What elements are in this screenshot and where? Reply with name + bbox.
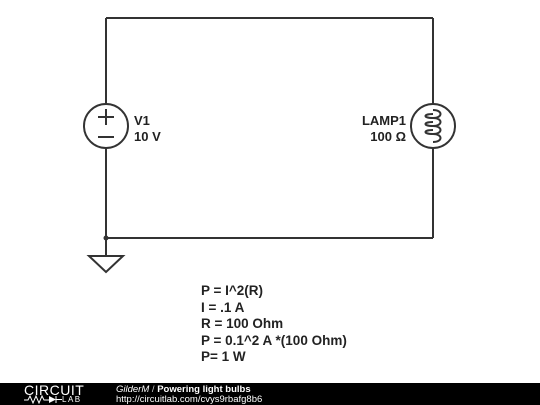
circuitlab-logo[interactable]: CIRCUIT LAB xyxy=(24,382,94,405)
footer-title-line: GilderM / Powering light bulbs xyxy=(116,384,251,395)
voltage-source-name: V1 xyxy=(134,113,150,128)
voltage-source-value: 10 V xyxy=(134,129,161,144)
equation-line: P = I^2(R) xyxy=(201,283,264,298)
logo-text-circuit: CIRCUIT xyxy=(24,382,85,398)
voltage-source-labels: V1 10 V xyxy=(134,113,161,145)
footer-separator: / xyxy=(149,384,158,395)
lamp-symbol[interactable] xyxy=(410,103,456,149)
footer-bar: CIRCUIT LAB GilderM / Powering light bul… xyxy=(0,382,540,405)
circuit-title[interactable]: Powering light bulbs xyxy=(157,384,251,395)
voltage-source-symbol[interactable] xyxy=(83,103,129,149)
ground-junction xyxy=(103,235,109,241)
lamp-value: 100 Ω xyxy=(370,129,406,144)
lamp-name: LAMP1 xyxy=(361,113,406,128)
equation-line: P = 0.1^2 A *(100 Ohm) xyxy=(201,332,347,348)
equation-line: I = .1 A xyxy=(201,299,245,315)
circuit-schematic xyxy=(83,17,456,274)
lamp-labels: LAMP1 100 Ω xyxy=(330,113,406,145)
lamp-filament xyxy=(424,109,442,143)
circuit-url-link[interactable]: http://circuitlab.com/cvys9rbafg8b6 xyxy=(116,394,263,405)
equations-text-block: P = I^2(R) I = .1 A R = 100 Ohm P = 0.1^… xyxy=(201,283,347,366)
equation-line: P= 1 W xyxy=(201,349,246,365)
ground-symbol[interactable] xyxy=(86,255,126,274)
equation-line: R = 100 Ohm xyxy=(201,316,284,332)
author-link[interactable]: GilderM xyxy=(116,384,150,395)
resistor-diode-icon xyxy=(24,395,62,404)
logo-text-lab: LAB xyxy=(62,395,82,404)
